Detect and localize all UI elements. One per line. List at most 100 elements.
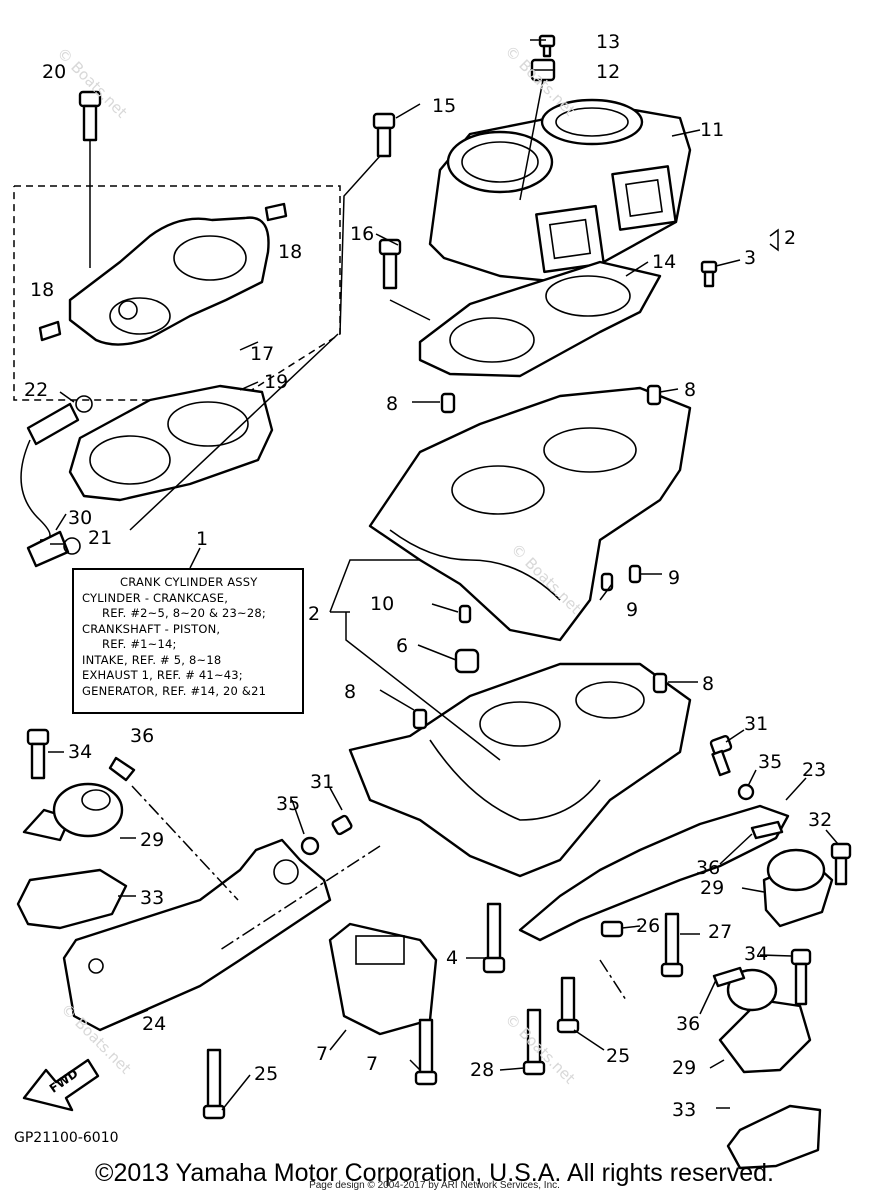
cylinder-head-cover-group: [13, 185, 341, 401]
callout-31-left: 31: [310, 771, 334, 793]
callout-29-left: 29: [140, 829, 164, 851]
callout-22: 22: [24, 379, 48, 401]
assembly-note: CRANK CYLINDER ASSY CYLINDER - CRANKCASE…: [72, 568, 304, 714]
callout-23: 23: [802, 759, 826, 781]
callout-14: 14: [652, 251, 676, 273]
note-line: GENERATOR, REF. #14, 20 &21: [82, 683, 267, 698]
shim-36-left[interactable]: [108, 756, 136, 782]
callout-31-right: 31: [744, 713, 768, 735]
callout-17: 17: [250, 343, 274, 365]
engine-bed-23[interactable]: [518, 804, 790, 942]
callout-8-c: 8: [344, 681, 356, 703]
note-line: REF. #2~5, 8~20 & 23~28;: [102, 606, 266, 620]
note-line: INTAKE, REF. # 5, 8~18: [82, 652, 222, 667]
bolt-26[interactable]: [600, 920, 624, 938]
fwd-arrow: [22, 1058, 100, 1112]
dowel-8[interactable]: [652, 672, 668, 694]
copyright: ©2013 Yamaha Motor Corporation, U.S.A. A…: [95, 1159, 774, 1187]
bolt-32[interactable]: [830, 842, 852, 886]
callout-18-left: 18: [30, 279, 54, 301]
damper-33-left[interactable]: [16, 868, 128, 930]
callout-20: 20: [42, 61, 66, 83]
bolt-28[interactable]: [522, 1008, 546, 1076]
callout-8-d: 8: [702, 673, 714, 695]
crankcase-upper[interactable]: [368, 386, 692, 642]
callout-28: 28: [470, 1059, 494, 1081]
callout-5: 4: [446, 947, 458, 969]
callout-25-right: 25: [606, 1045, 630, 1067]
bolt-27[interactable]: [660, 912, 684, 978]
dowel-8[interactable]: [646, 384, 662, 406]
note-title: CRANK CYLINDER ASSY: [120, 575, 258, 589]
callout-6: 7: [316, 1043, 328, 1065]
callout-2: 2: [308, 603, 320, 625]
callout-19: 19: [264, 371, 288, 393]
callout-12: 12: [596, 61, 620, 83]
dowel-9[interactable]: [628, 564, 642, 584]
engine-mount-29-right-upper[interactable]: [762, 848, 834, 928]
callout-10: 10: [370, 593, 394, 615]
bolt-5[interactable]: [482, 902, 506, 974]
bolt-16[interactable]: [378, 238, 402, 290]
callout-3: 3: [744, 247, 756, 269]
note-line: EXHAUST 1, REF. # 41~43;: [82, 668, 243, 682]
callout-27: 27: [708, 921, 732, 943]
callout-4: 6: [396, 635, 408, 657]
callout-26: 26: [636, 915, 660, 937]
engine-mount-29-left[interactable]: [22, 782, 124, 842]
page-design-credit: Page design © 2004-2017 by ARI Network S…: [309, 1180, 560, 1191]
callout-36-lower: 36: [676, 1013, 700, 1035]
callout-9-a: 9: [668, 567, 680, 589]
engine-mount-29-right-lower[interactable]: [718, 968, 812, 1074]
note-line: CRANKSHAFT - PISTON,: [82, 621, 221, 636]
washer-35-right[interactable]: [737, 783, 755, 801]
screw-13[interactable]: [538, 34, 556, 58]
bolt-7[interactable]: [414, 1018, 438, 1086]
dowel-10[interactable]: [458, 604, 472, 624]
callout-29-lower: 29: [672, 1057, 696, 1079]
dowel-8[interactable]: [412, 708, 428, 730]
callout-13: 13: [596, 31, 620, 53]
head-cover[interactable]: [68, 216, 270, 346]
bolt-34-right[interactable]: [790, 948, 812, 1006]
callout-1: 1: [196, 528, 208, 550]
leader-lines: [48, 39, 839, 1111]
callout-32: 32: [808, 809, 832, 831]
callout-labels: 20 15 13 12 11 16 14 3 2 18 18 17 19 22 …: [24, 31, 832, 1121]
hose-assembly[interactable]: [20, 395, 93, 568]
bolt-15[interactable]: [372, 112, 396, 158]
callout-35-left: 35: [276, 793, 300, 815]
bolt-3[interactable]: [700, 260, 718, 288]
crankcase-lower[interactable]: [348, 662, 692, 878]
bushing-4[interactable]: [454, 648, 480, 674]
diagram-code: GP21100-6010: [14, 1130, 119, 1146]
shim-36-right-upper[interactable]: [750, 820, 784, 840]
head-gasket[interactable]: [68, 384, 274, 502]
damper-33-right[interactable]: [726, 1104, 822, 1170]
bolt-25-left[interactable]: [202, 1048, 226, 1120]
callout-25-left: 25: [254, 1063, 278, 1085]
bolt-31-right[interactable]: [709, 734, 733, 777]
engine-bed-24[interactable]: [62, 838, 332, 1032]
washer-35-left[interactable]: [300, 836, 320, 856]
callout-9-b: 9: [626, 599, 638, 621]
callout-24: 24: [142, 1013, 166, 1035]
callout-8-b: 8: [684, 379, 696, 401]
bolt-25-right[interactable]: [556, 976, 580, 1034]
callout-11: 11: [700, 119, 724, 141]
callout-30: 30: [68, 507, 92, 529]
callout-33-right: 33: [672, 1099, 696, 1121]
cylinder-block[interactable]: [428, 98, 692, 284]
callout-34-left: 34: [68, 741, 92, 763]
callout-15: 15: [432, 95, 456, 117]
rectifier-6[interactable]: [328, 922, 438, 1036]
bolt-20[interactable]: [78, 90, 102, 268]
bolt-31-left[interactable]: [331, 814, 353, 836]
callout-16: 16: [350, 223, 374, 245]
dowel-8[interactable]: [440, 392, 456, 414]
dowel-9[interactable]: [600, 572, 614, 592]
bolt-34-left[interactable]: [26, 728, 50, 780]
callout-36-left: 36: [130, 725, 154, 747]
shim-36-right-lower[interactable]: [712, 966, 746, 988]
cylinder-gasket[interactable]: [418, 260, 662, 378]
